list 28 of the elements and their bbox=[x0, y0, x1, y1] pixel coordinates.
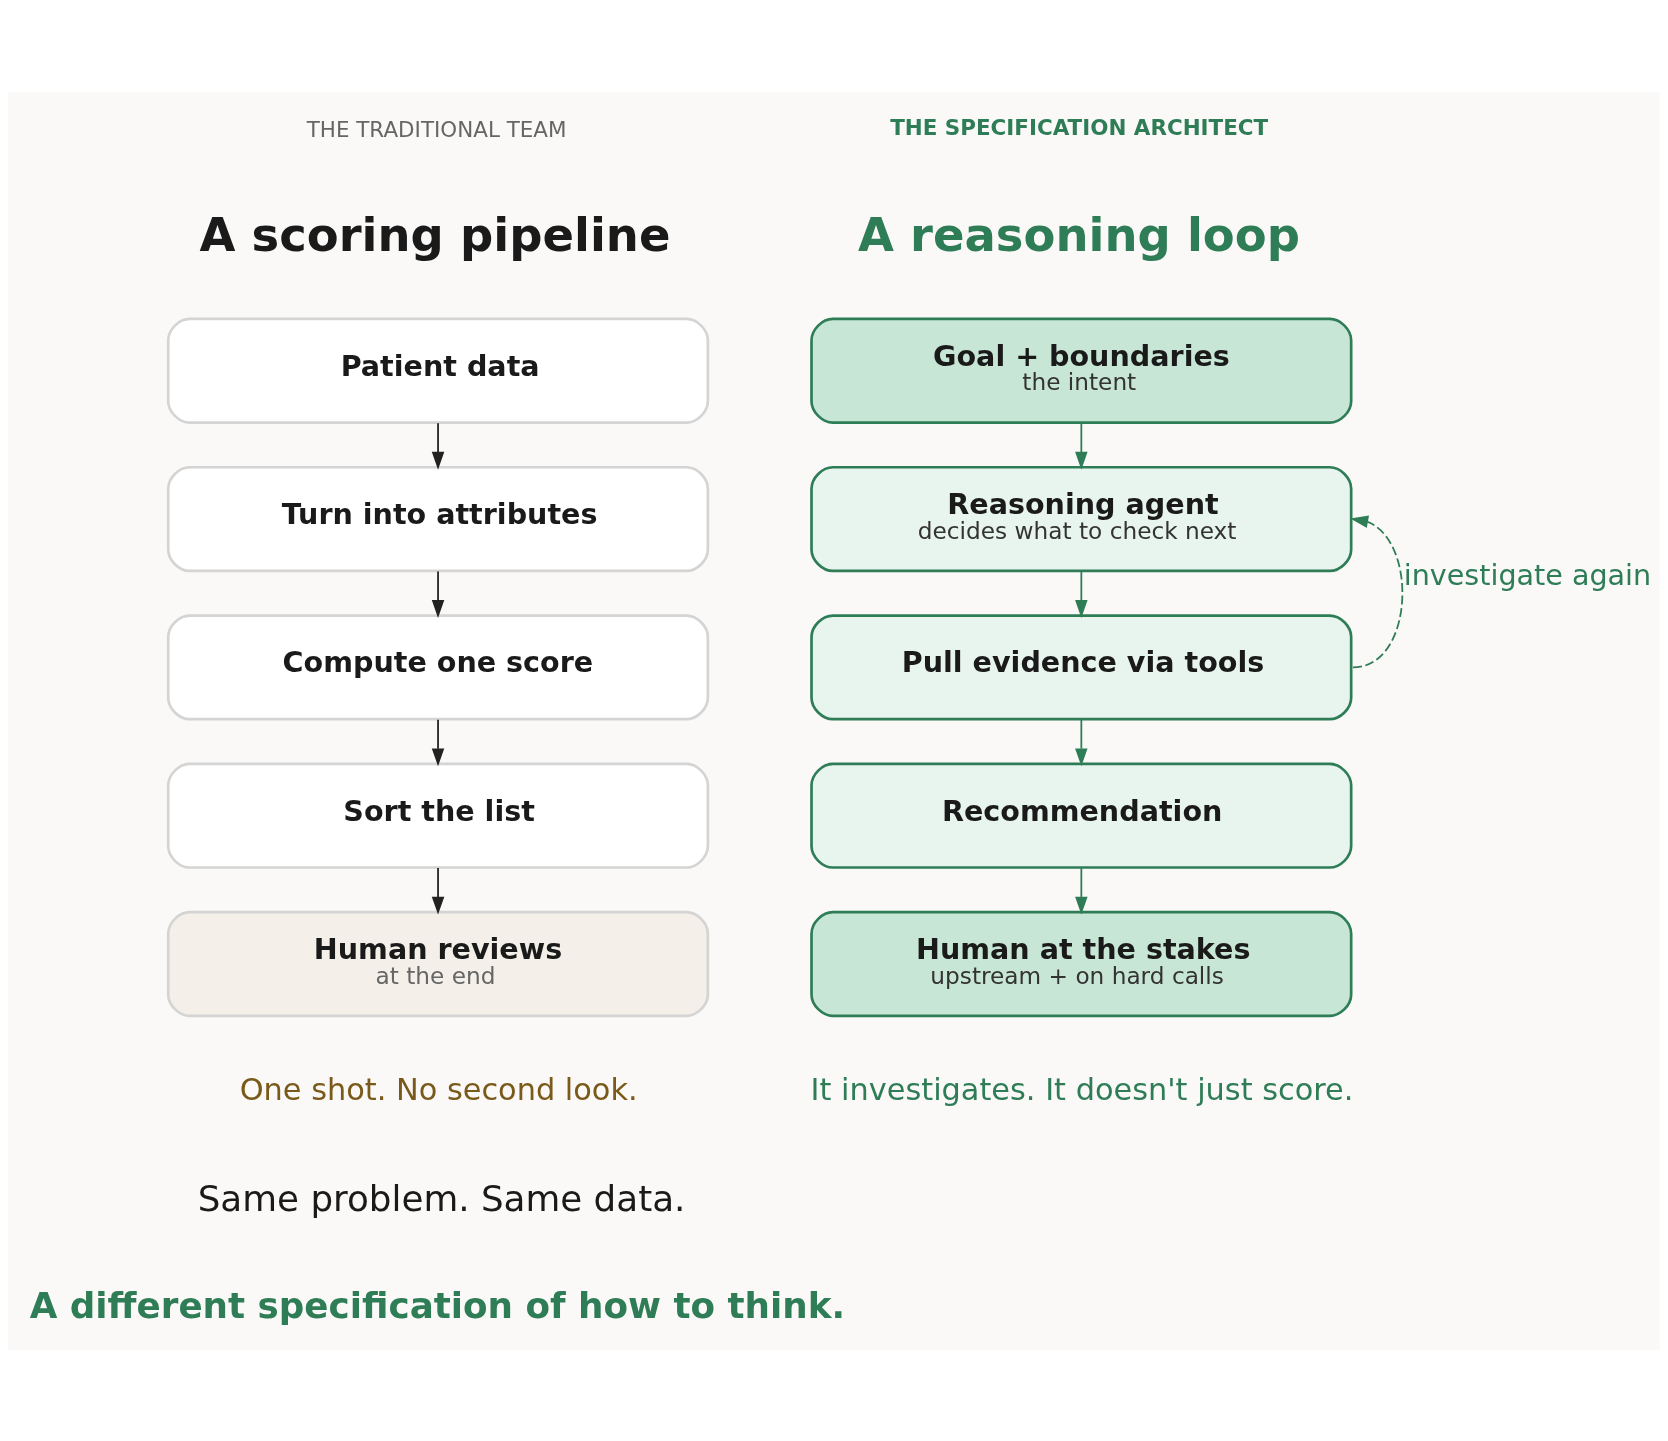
label: A reasoning loop bbox=[857, 207, 1300, 262]
arrow bbox=[431, 570, 445, 618]
arrow bbox=[1350, 515, 1403, 668]
node-box: Patient data bbox=[166, 317, 710, 424]
node-box: Human at the stakes upstream + on hard calls bbox=[810, 910, 1353, 1017]
arrow bbox=[1075, 718, 1088, 766]
label: THE TRADITIONAL TEAM bbox=[306, 116, 567, 142]
arrow bbox=[1075, 570, 1088, 618]
label: A different specification of how to think. bbox=[29, 1284, 845, 1326]
arrow bbox=[431, 421, 445, 470]
label: Same problem. Same data. bbox=[197, 1177, 686, 1219]
node-box: Compute one score bbox=[166, 613, 710, 721]
node-box: Goal + boundaries the intent bbox=[810, 317, 1353, 424]
label: THE SPECIFICATION ARCHITECT bbox=[890, 114, 1269, 140]
arrow bbox=[1075, 421, 1088, 470]
label: It investigates. It doesn't just score. bbox=[810, 1071, 1354, 1107]
arrow bbox=[431, 718, 445, 766]
node-box: Turn into attributes bbox=[166, 465, 710, 572]
edge-label: investigate again bbox=[1403, 557, 1652, 592]
node-box: Human reviews at the end bbox=[166, 910, 710, 1017]
node-box: Recommendation bbox=[810, 762, 1353, 869]
arrow bbox=[431, 866, 445, 915]
node-box: Sort the list bbox=[166, 762, 710, 869]
arrow bbox=[1075, 866, 1088, 915]
node-box: Reasoning agent decides what to check next bbox=[810, 465, 1353, 572]
node-box: Pull evidence via tools bbox=[810, 613, 1353, 721]
label: A scoring pipeline bbox=[199, 207, 671, 262]
label: One shot. No second look. bbox=[239, 1071, 638, 1107]
